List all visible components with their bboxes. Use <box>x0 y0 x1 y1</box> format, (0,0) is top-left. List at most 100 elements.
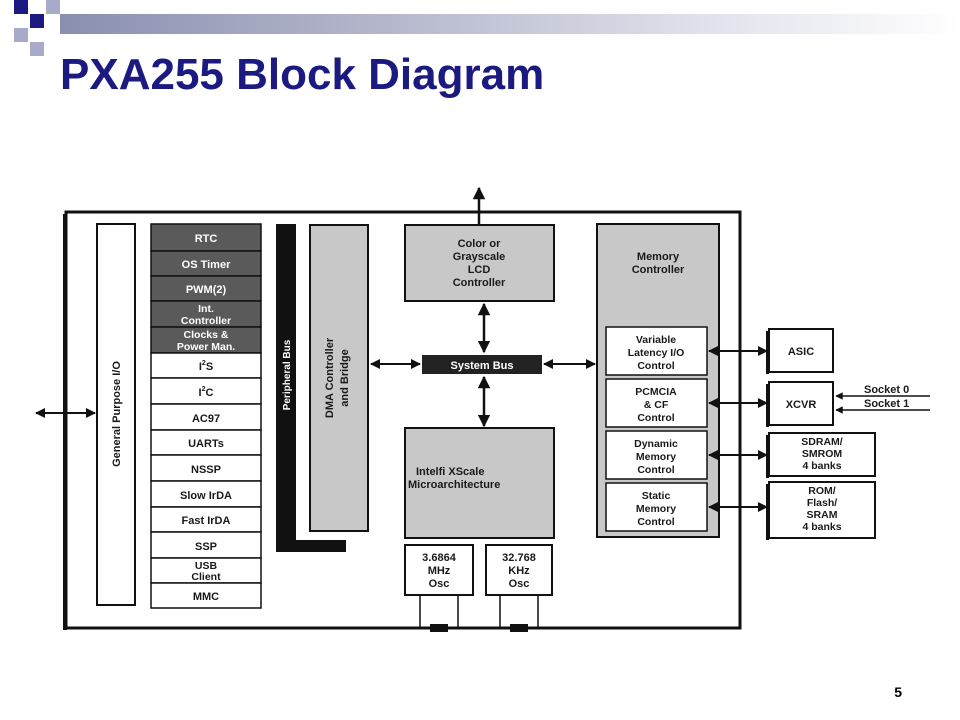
xcvr-shadow <box>766 384 769 427</box>
memory-controller-label-1: Memory <box>637 251 680 263</box>
pwm-label: PWM(2) <box>186 284 227 296</box>
pcmcia-label-2: & CF <box>644 399 669 411</box>
dynamic-label-1: Dynamic <box>634 438 678 450</box>
xcvr-label: XCVR <box>786 399 817 411</box>
clocks-label-1: Clocks & <box>184 329 229 341</box>
usb-label-2: Client <box>191 571 221 583</box>
int-controller-label-2: Controller <box>181 315 231 327</box>
asic-label: ASIC <box>788 346 814 358</box>
variable-label-1: Variable <box>636 334 676 346</box>
variable-latency-io-block <box>605 326 708 376</box>
static-label-2: Memory <box>636 503 676 515</box>
nssp-block <box>150 454 262 482</box>
system-bus <box>422 355 542 374</box>
crystal-1 <box>419 595 459 632</box>
static-memory-block <box>605 482 708 532</box>
sdram-label-2: SMROM <box>802 448 843 460</box>
peripheral-bus <box>276 224 346 552</box>
rom-label-4: 4 banks <box>802 521 841 533</box>
rtc-label: RTC <box>195 233 218 245</box>
decoration-square <box>14 28 28 42</box>
uarts-label: UARTs <box>188 438 224 450</box>
slow-irda-label: Slow IrDA <box>180 490 232 502</box>
dynamic-memory-block <box>605 430 708 480</box>
ac97-label: AC97 <box>192 413 220 425</box>
xscale-label-1: Intelfi XScale <box>416 466 484 478</box>
osc1-label-2: MHz <box>428 565 451 577</box>
lcd-controller-block <box>404 224 555 302</box>
int-controller-label-1: Int. <box>198 303 214 315</box>
xscale-core-block <box>404 427 555 539</box>
static-label-3: Control <box>637 516 674 528</box>
title-decoration-bar <box>60 14 960 34</box>
lcd-label-1: Color or <box>458 238 501 250</box>
dma-label-2: and Bridge <box>339 349 351 406</box>
ssp-block <box>150 531 262 559</box>
pcmcia-label-1: PCMCIA <box>635 386 677 398</box>
sdram-label-3: 4 banks <box>802 460 841 472</box>
sdram-shadow <box>766 435 769 478</box>
dynamic-label-3: Control <box>637 464 674 476</box>
pcmcia-label-3: Control <box>637 412 674 424</box>
dynamic-label-2: Memory <box>636 451 676 463</box>
os-timer-label: OS Timer <box>182 259 231 271</box>
dma-controller-block <box>309 224 369 532</box>
clocks-label-2: Power Man. <box>177 341 235 353</box>
decoration-square <box>46 0 60 14</box>
osc2-label-3: Osc <box>509 578 530 590</box>
memory-controller-label-2: Controller <box>632 264 685 276</box>
crystal-2 <box>499 595 539 632</box>
pwm-block <box>150 275 262 302</box>
asic-shadow <box>766 331 769 374</box>
page-number: 5 <box>894 684 902 700</box>
uarts-block <box>150 429 262 456</box>
rom-shadow <box>766 484 769 540</box>
decoration-square <box>30 42 44 56</box>
lcd-label-4: Controller <box>453 277 506 289</box>
variable-label-3: Control <box>637 360 674 372</box>
chip-boundary-shadow <box>63 214 67 630</box>
lcd-label-2: Grayscale <box>453 251 506 263</box>
rom-flash-sram-block <box>768 481 876 539</box>
system-bus-label: System Bus <box>451 360 514 372</box>
i2s-label: I2S <box>199 360 213 373</box>
rom-label-3: SRAM <box>807 509 838 521</box>
i2c-label: I2C <box>199 386 214 399</box>
usb-label-1: USB <box>195 560 218 572</box>
osc2-label-2: KHz <box>508 565 530 577</box>
rom-label-2: Flash/ <box>807 497 837 509</box>
ssp-label: SSP <box>195 541 217 553</box>
osc-32768-block <box>485 544 553 596</box>
pcmcia-cf-block <box>605 378 708 428</box>
gpio-block <box>96 223 136 606</box>
mmc-block <box>150 582 262 609</box>
mmc-label: MMC <box>193 591 219 603</box>
osc1-label-3: Osc <box>429 578 450 590</box>
i2s-block <box>150 352 262 379</box>
os-timer-block <box>150 250 262 277</box>
nssp-label: NSSP <box>191 464 221 476</box>
rtc-block <box>150 223 262 252</box>
xscale-label-2: Microarchitecture <box>408 479 500 491</box>
dark-peripheral-stack: RTC OS Timer PWM(2) Int. Controller Cloc… <box>150 223 262 354</box>
decoration-square <box>30 14 44 28</box>
asic-block <box>768 328 834 373</box>
lcd-label-3: LCD <box>468 264 491 276</box>
ac97-block <box>150 403 262 431</box>
int-controller-block <box>150 300 262 328</box>
socket1-label: Socket 1 <box>864 398 909 410</box>
slide-title: PXA255 Block Diagram <box>60 50 545 99</box>
osc1-label-1: 3.6864 <box>422 552 457 564</box>
xcvr-block <box>768 381 834 426</box>
usb-client-block <box>150 557 262 584</box>
osc2-label-1: 32.768 <box>502 552 536 564</box>
socket0-label: Socket 0 <box>864 384 909 396</box>
gpio-label: General Purpose I/O <box>111 361 123 467</box>
i2c-block <box>150 377 262 405</box>
fast-irda-label: Fast IrDA <box>182 515 231 527</box>
light-peripheral-stack: I2S I2C AC97 UARTs NSSP Slow IrDA Fast I… <box>150 352 262 609</box>
osc-3686-block <box>404 544 474 596</box>
sdram-label-1: SDRAM/ <box>801 436 842 448</box>
peripheral-bus-label: Peripheral Bus <box>282 339 293 410</box>
